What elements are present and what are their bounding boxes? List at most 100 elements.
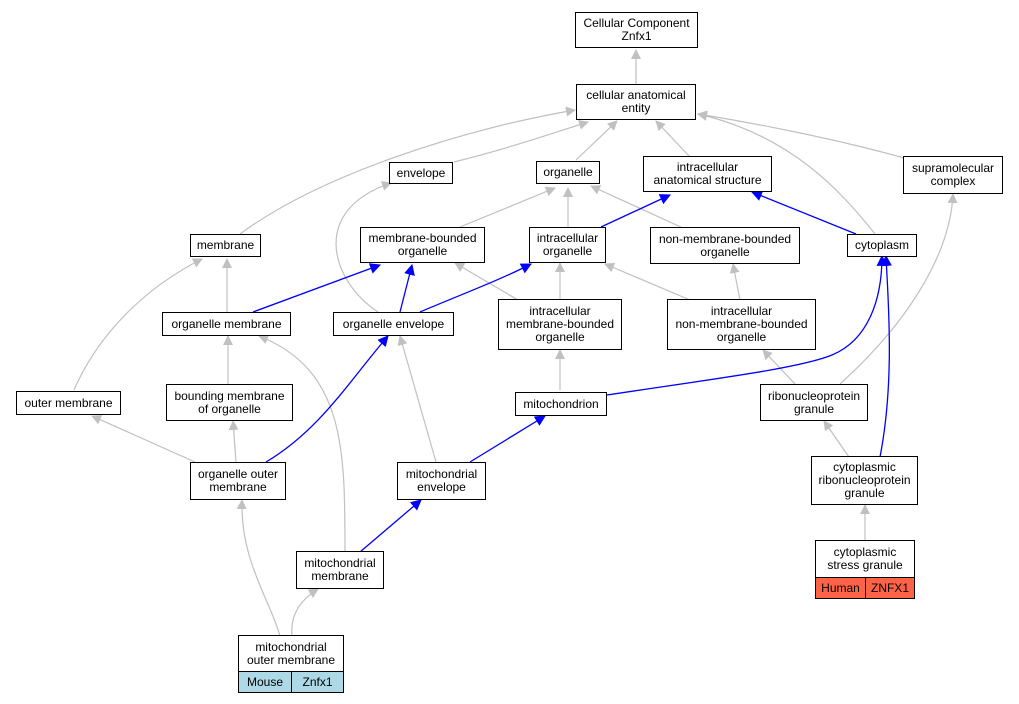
node-label-line: membrane-bounded (505, 317, 615, 331)
node-label-line: cellular anatomical (586, 88, 686, 102)
node-label-line: intracellular (529, 304, 591, 318)
node-cytoplasm[interactable]: cytoplasm (847, 234, 917, 257)
node-label-line: Znfx1 (621, 29, 652, 43)
node-membrane[interactable]: membrane (190, 234, 261, 257)
node-label-line: granule (844, 486, 885, 500)
edge-rnp-supra (839, 193, 958, 385)
edge-inmbo-nmbo (729, 263, 741, 301)
node-label-line: supramolecular (911, 161, 995, 175)
node-label-line: bounding membrane (174, 388, 285, 403)
node-label-line: ribonucleoprotein (818, 473, 911, 487)
edge-oe-io (419, 263, 532, 313)
node-label-line: of organelle (198, 401, 261, 416)
edge-crnp-cyto (879, 254, 892, 458)
edge-outer-membrane (73, 258, 203, 391)
edge-rnp-inmbo (762, 349, 796, 385)
node-organelle[interactable]: organelle (536, 161, 600, 184)
node-label-line: outer membrane (246, 652, 336, 667)
node-label-line: mitochondrial (304, 556, 376, 570)
node-label-line: envelope (417, 480, 466, 494)
node-label-line: non-membrane-bounded (658, 231, 792, 246)
node-label-line: organelle (542, 244, 593, 258)
edge-membrane-cae (239, 106, 576, 235)
edge-oom-oe (265, 335, 389, 463)
node-label-line: entity (621, 101, 651, 115)
edge-envelope-cae (453, 119, 589, 163)
edge-nmbo-organelle (590, 185, 684, 229)
node-outer-membrane[interactable]: outer membrane (16, 391, 121, 415)
node-label-line: membrane (209, 480, 267, 494)
node-label-line: cytoplasmic (833, 545, 897, 559)
node-label-line: non-membrane-bounded (675, 317, 808, 331)
node-envelope[interactable]: envelope (389, 162, 453, 184)
node-label-line: membrane-bounded (368, 231, 477, 245)
node-label-line: mitochondrion (523, 396, 599, 411)
node-label-line: intracellular (536, 231, 599, 245)
node-label-line: membrane (311, 569, 369, 583)
edge-menv-mito (469, 415, 546, 463)
edge-imbo-mbo (454, 262, 519, 301)
node-mitochondrion[interactable]: mitochondrion (515, 392, 607, 416)
node-label-line: anatomical structure (653, 173, 762, 187)
edge-om-mbo (252, 263, 382, 313)
node-label-line: intracellular (710, 304, 773, 318)
node-label-line: organelle (397, 244, 448, 258)
node-label-line: ribonucleoprotein (767, 388, 861, 403)
edge-cyto-ias (750, 190, 857, 235)
node-label-line: envelope (396, 165, 446, 180)
node-label-line: outer membrane (24, 395, 113, 410)
edge-inmbo-io (604, 262, 691, 301)
edge-ias-cae (655, 120, 691, 158)
node-organelle-membrane[interactable]: organelle membrane (162, 312, 291, 336)
human-gene-tag: ZNFX1 (865, 577, 915, 599)
node-label-line: intracellular (676, 160, 739, 174)
node-label-line: complex (930, 174, 976, 188)
node-label-line: organelle membrane (171, 316, 282, 331)
edge-mm-menv (359, 499, 422, 553)
edge-mbo-organelle (459, 186, 556, 228)
node-label-line: organelle outer (197, 467, 279, 481)
edge-organelle-cae (575, 120, 618, 161)
edge-mom-oom (236, 499, 281, 637)
node-label-line: Cellular Component (583, 16, 690, 30)
node-label-line: organelle (716, 330, 767, 344)
node-label-line: membrane (196, 238, 255, 252)
node-label-line: organelle envelope (342, 316, 445, 331)
node-label-line: cytoplasmic (833, 460, 896, 474)
node-organelle-envelope[interactable]: organelle envelope (333, 312, 454, 336)
edge-mm-om (258, 334, 346, 553)
node-label-line: stress granule (827, 558, 903, 572)
human-species-tag: Human (815, 577, 866, 599)
node-label-line: organelle (535, 330, 585, 344)
edge-mito-cyto (606, 254, 888, 396)
node-label-line: mitochondrial (255, 639, 327, 654)
edge-oom-bmo (228, 420, 239, 463)
edge-supra-cae (697, 110, 905, 159)
edge-io-ias (600, 194, 671, 228)
edge-oe-envelope (335, 181, 392, 313)
node-label-line: mitochondrial (405, 467, 478, 481)
node-label-line: organelle (700, 244, 750, 259)
edge-crnp-rnp (823, 420, 850, 458)
edge-menv-oe (397, 335, 437, 463)
node-label-line: granule (793, 401, 835, 416)
edge-oom-outer (91, 415, 196, 463)
